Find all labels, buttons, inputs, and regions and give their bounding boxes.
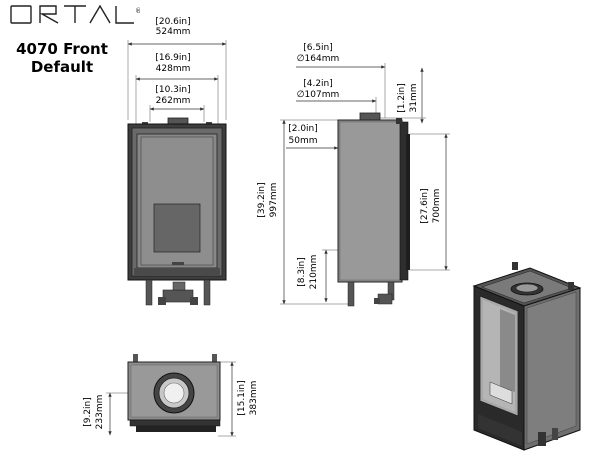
side-glass-height-mm: 700mm [432,189,442,224]
side-top-offset-mm: 50mm [289,136,318,146]
side-base-height-in: [8.3in] [297,257,307,287]
top-view: [9.2in] 233mm [15.1in] 383mm [83,354,259,437]
front-overall-width-in: [20.6in] [155,17,190,27]
trademark-mark: ® [135,7,140,15]
side-flue-outer-mm: ∅164mm [297,54,340,64]
side-collar-height-mm: 31mm [409,84,419,113]
isometric-view [472,262,582,451]
side-overall-height-in: [39.2in] [257,182,267,217]
side-overall-height-mm: 997mm [269,183,279,218]
side-flue-inner-mm: ∅107mm [297,90,340,100]
top-flue-center-depth-mm: 233mm [95,395,105,430]
front-view: [20.6in] 524mm [16.9in] 428mm [10.3in] 2… [127,17,227,306]
side-collar-height-in: [1.2in] [397,83,407,113]
model-name: 4070 Front [16,40,108,58]
side-flue-outer-in: [6.5in] [303,43,333,53]
ortal-logo: ® [10,4,142,30]
side-flue-inner-in: [4.2in] [303,79,333,89]
top-overall-depth-mm: 383mm [249,381,259,416]
front-inner-width-mm: 262mm [156,96,191,106]
side-top-offset-in: [2.0in] [288,124,318,134]
front-inner-width-in: [10.3in] [155,85,190,95]
top-flue-center-depth-in: [9.2in] [83,397,93,427]
front-glass-width-mm: 428mm [156,64,191,74]
model-variant: Default [30,58,94,76]
top-overall-depth-in: [15.1in] [237,380,247,415]
front-overall-width-mm: 524mm [156,27,191,37]
model-heading: 4070 Front Default [2,40,122,76]
side-base-height-mm: 210mm [309,255,319,290]
front-glass-width-in: [16.9in] [155,53,190,63]
side-glass-height-in: [27.6in] [420,188,430,223]
side-view: [6.5in] ∅164mm [4.2in] ∅107mm [1.2in] 31… [257,43,450,307]
